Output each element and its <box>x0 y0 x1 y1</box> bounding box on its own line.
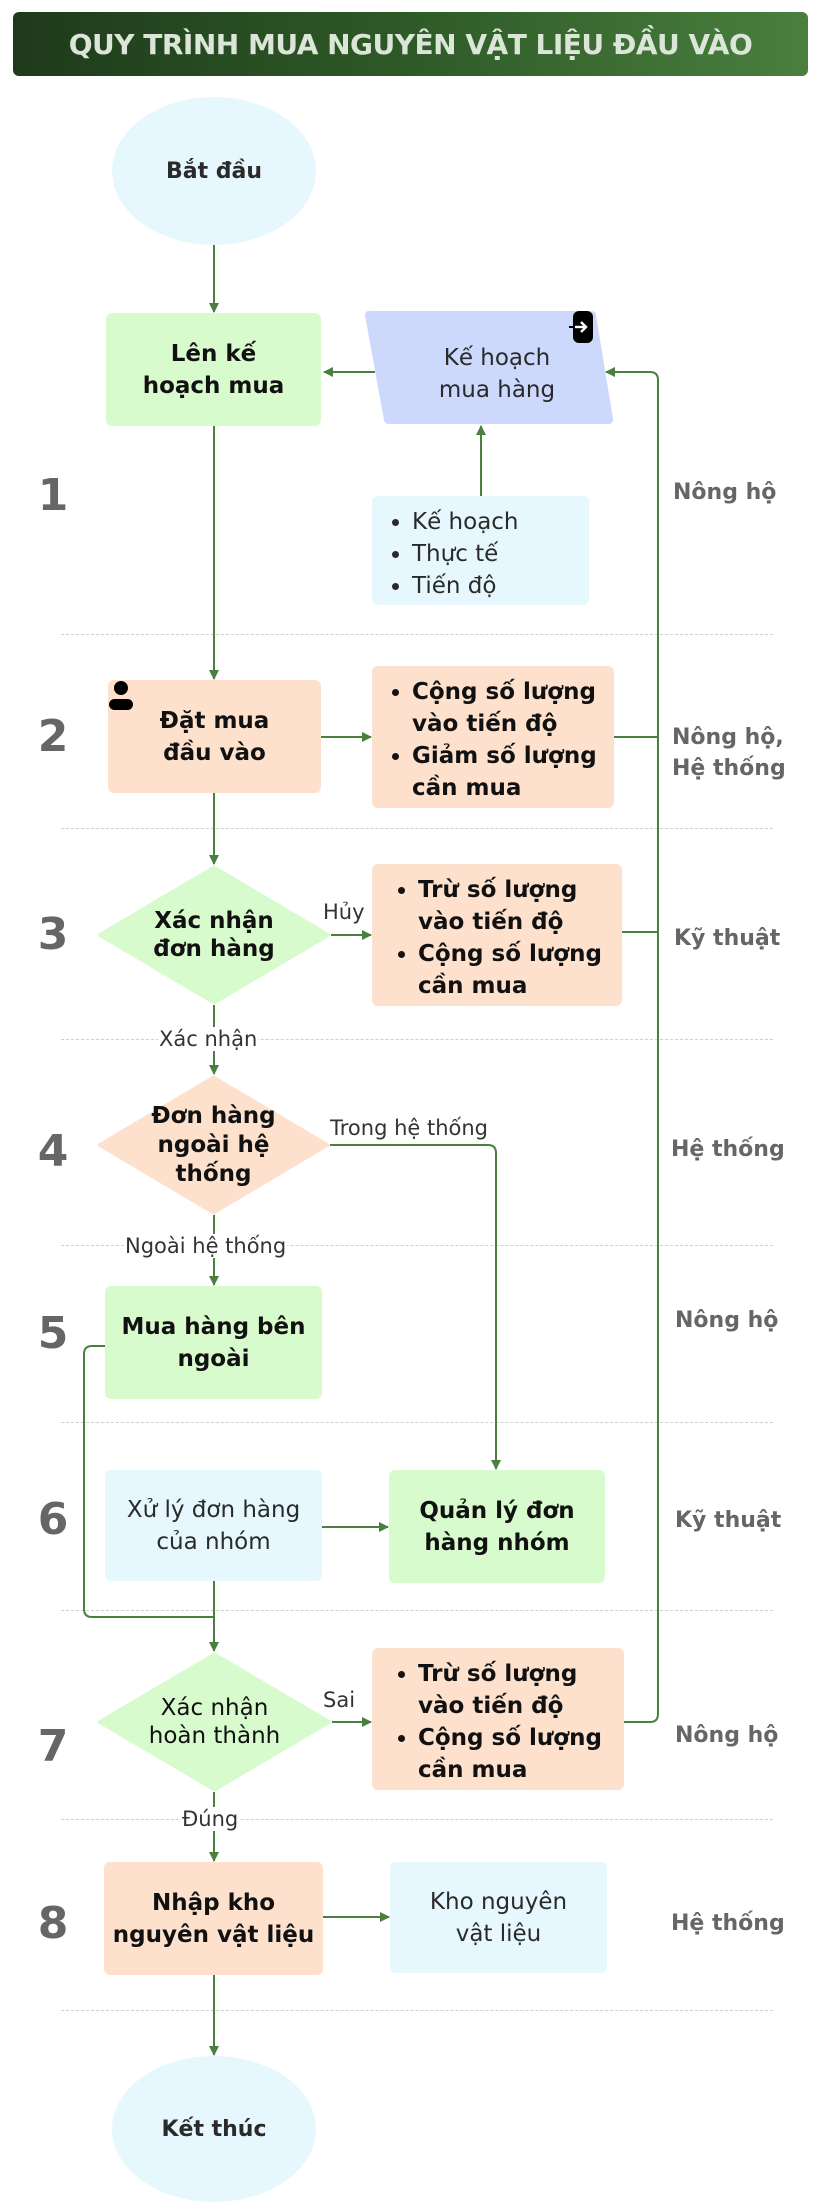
diamond-shape <box>97 1652 332 1792</box>
node-line: ngoài <box>177 1345 250 1372</box>
node-line: thống <box>175 1160 252 1187</box>
material-warehouse-node[interactable]: Kho nguyên vật liệu <box>390 1862 607 1973</box>
end-node[interactable]: Kết thúc <box>112 2056 316 2202</box>
node-line: hàng nhóm <box>424 1529 570 1556</box>
node-line: Kho nguyên <box>429 1888 568 1915</box>
list-item: Giảm số lượng cần mua <box>412 740 604 804</box>
list-item: Cộng số lượng cần mua <box>418 938 612 1002</box>
list-item: Cộng số lượng vào tiến độ <box>412 676 604 740</box>
node-line: Kế hoạch <box>443 344 551 371</box>
edge-label-in-system: Trong hệ thống <box>330 1116 489 1140</box>
cancel-effects-list: Trừ số lượng vào tiến độ Cộng số lượng c… <box>392 874 612 1002</box>
row-number-1: 1 <box>37 470 69 521</box>
warehouse-entry-node[interactable]: Nhập kho nguyên vật liệu <box>104 1862 323 1975</box>
node-line: Mua hàng bên <box>121 1313 306 1340</box>
row-number-2: 2 <box>37 711 69 762</box>
wrong-effects-list: Trừ số lượng vào tiến độ Cộng số lượng c… <box>392 1658 614 1786</box>
node-line: Quản lý đơn <box>419 1497 575 1524</box>
list-item: Trừ số lượng vào tiến độ <box>418 874 612 938</box>
list-item: Tiến độ <box>412 570 579 602</box>
node-line: Xác nhận <box>160 1695 269 1721</box>
node-line: Nhập kho <box>151 1889 276 1916</box>
confirm-order-decision[interactable]: Xác nhận đơn hàng <box>97 865 331 1005</box>
buy-outside-node[interactable]: Mua hàng bên ngoài <box>105 1286 322 1399</box>
node-line: Xử lý đơn hàng <box>126 1496 301 1523</box>
edge-label-cancel: Hủy <box>323 900 365 924</box>
node-line: Đơn hàng <box>151 1102 276 1129</box>
row-number-7: 7 <box>37 1721 69 1772</box>
node-line: hoạch mua <box>142 372 285 399</box>
order-outside-system-decision[interactable]: Đơn hàng ngoài hệ thống <box>97 1075 330 1215</box>
node-line: ngoài hệ <box>157 1131 270 1158</box>
role-label-6: Kỹ thuật <box>675 1508 782 1533</box>
node-line: của nhóm <box>156 1528 271 1555</box>
node-line: Lên kế <box>170 340 257 367</box>
node-line: nguyên vật liệu <box>112 1921 315 1948</box>
node-line: Xác nhận <box>154 908 274 934</box>
node-line: mua hàng <box>438 376 556 403</box>
edge-label-wrong: Sai <box>323 1688 356 1712</box>
lane-divider <box>61 2010 773 2011</box>
plan-details-node[interactable]: Kế hoạch Thực tế Tiến độ <box>372 496 589 605</box>
diamond-shape <box>97 1075 330 1215</box>
node-line: hoàn thành <box>148 1723 281 1749</box>
row-number-8: 8 <box>37 1898 69 1949</box>
role-label-7: Nông hộ <box>675 1723 779 1748</box>
row-number-5: 5 <box>37 1308 69 1359</box>
manage-group-order-node[interactable]: Quản lý đơn hàng nhóm <box>389 1470 605 1583</box>
row-number-6: 6 <box>37 1494 69 1545</box>
lane-divider <box>61 634 773 635</box>
list-item: Kế hoạch <box>412 506 579 538</box>
node-line: vật liệu <box>455 1920 542 1947</box>
role-label-3: Kỹ thuật <box>674 926 781 951</box>
end-label: Kết thúc <box>161 2116 267 2142</box>
role-label-2: Nông hộ, Hệ thống <box>672 722 786 784</box>
page-title: QUY TRÌNH MUA NGUYÊN VẬT LIỆU ĐẦU VÀO <box>68 27 753 61</box>
lane-divider <box>61 1422 773 1423</box>
role-line: Nông hộ, <box>672 725 784 750</box>
lane-divider <box>61 1039 773 1040</box>
list-item: Thực tế <box>412 538 579 570</box>
person-icon <box>109 681 133 710</box>
role-line: Hệ thống <box>672 756 786 781</box>
order-inputs-node[interactable]: Đặt mua đầu vào <box>108 680 321 793</box>
role-label-4: Hệ thống <box>671 1137 785 1162</box>
list-item: Trừ số lượng vào tiến độ <box>418 1658 614 1722</box>
lane-divider <box>61 1245 773 1246</box>
list-item: Cộng số lượng cần mua <box>418 1722 614 1786</box>
row-number-3: 3 <box>37 909 69 960</box>
start-node[interactable]: Bắt đầu <box>112 97 316 245</box>
plan-purchase-node[interactable]: Lên kế hoạch mua <box>106 313 321 426</box>
order-effects-node[interactable]: Cộng số lượng vào tiến độ Giảm số lượng … <box>372 666 614 808</box>
sign-in-icon <box>569 311 593 343</box>
wrong-effects-node[interactable]: Trừ số lượng vào tiến độ Cộng số lượng c… <box>372 1648 624 1790</box>
node-line: đầu vào <box>163 739 266 766</box>
cancel-effects-node[interactable]: Trừ số lượng vào tiến độ Cộng số lượng c… <box>372 864 622 1006</box>
parallelogram-shape <box>365 311 613 424</box>
confirm-complete-decision[interactable]: Xác nhận hoàn thành <box>97 1652 332 1792</box>
edge-label-confirm: Xác nhận <box>158 1027 259 1051</box>
node-line: Đặt mua <box>159 707 270 734</box>
lane-divider <box>61 1819 773 1820</box>
lane-divider <box>61 1610 773 1611</box>
diamond-shape <box>97 865 331 1005</box>
start-label: Bắt đầu <box>165 158 263 184</box>
edge-label-correct: Đúng <box>181 1807 240 1831</box>
role-label-8: Hệ thống <box>671 1911 785 1936</box>
purchase-plan-data-node[interactable]: Kế hoạch mua hàng <box>365 311 613 424</box>
lane-divider <box>61 828 773 829</box>
row-number-4: 4 <box>37 1126 69 1177</box>
process-group-order-node[interactable]: Xử lý đơn hàng của nhóm <box>105 1470 322 1581</box>
order-effects-list: Cộng số lượng vào tiến độ Giảm số lượng … <box>386 676 604 804</box>
title-banner: QUY TRÌNH MUA NGUYÊN VẬT LIỆU ĐẦU VÀO <box>13 12 808 76</box>
role-label-1: Nông hộ <box>673 480 777 505</box>
role-label-5: Nông hộ <box>675 1308 779 1333</box>
node-line: đơn hàng <box>153 936 275 962</box>
edge-label-outside-system: Ngoài hệ thống <box>124 1234 288 1258</box>
plan-details-list: Kế hoạch Thực tế Tiến độ <box>386 506 579 602</box>
